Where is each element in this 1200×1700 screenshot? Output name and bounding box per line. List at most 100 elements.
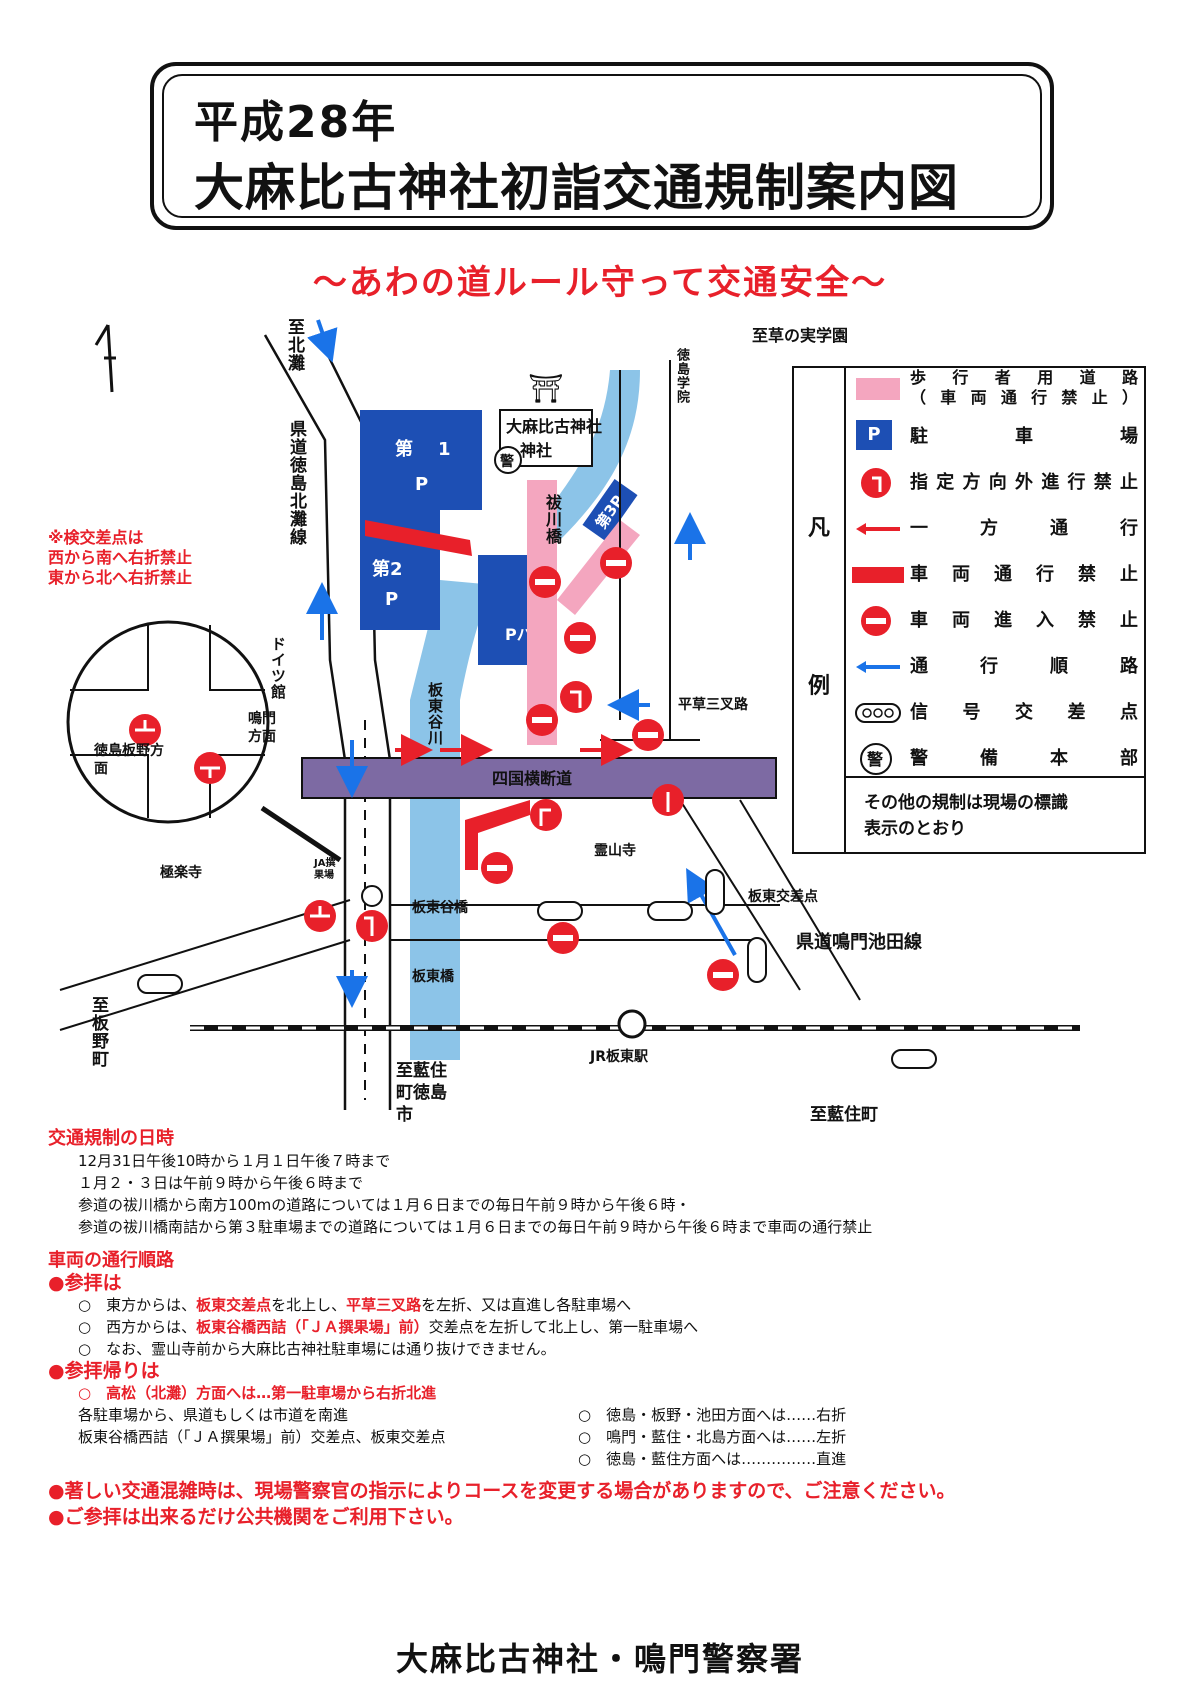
legend-label-route: 通行順路 [910, 656, 1138, 677]
shrine-label: 大麻比古神社 [506, 417, 602, 436]
svg-text:警: 警 [866, 750, 883, 769]
check-note-line2: 西から南へ右折禁止 [48, 548, 193, 567]
route-heading: 車両の通行順路 [48, 1250, 174, 1271]
title-box-inner [162, 74, 1042, 218]
label-tokushima-gakuin: 徳島学院 [674, 348, 689, 404]
warning-congestion: ●著しい交通混雑時は、現場警察官の指示によりコースを変更する場合がありますので、… [48, 1480, 956, 1502]
legend-row-signal: 信号交差点 [844, 690, 1146, 736]
svg-text:警: 警 [500, 453, 514, 470]
label-to-kusanomi: 至草の実学園 [752, 326, 849, 345]
no-vehicle-bars [365, 520, 530, 870]
no-entry-icon [861, 606, 891, 636]
prefroad-kitanada [263, 334, 392, 1110]
worship-heading: ●参拝は [48, 1272, 122, 1294]
red-arrow-icon [856, 523, 900, 535]
police-hq-icon [494, 446, 522, 474]
label-itano-intersection: 板東交差点 [748, 889, 818, 905]
legend-note: その他の規制は現場の標識 表示のとおり [844, 776, 1144, 842]
label-jr-itano-station: JR板東駅 [590, 1049, 648, 1065]
check-intersection-note: ※検交差点は 西から南へ右折禁止 東から北へ右折禁止 [48, 528, 192, 588]
label-doitsu-kan: ドイツ館 [269, 636, 287, 700]
no-entry-signs [481, 547, 739, 991]
label-prefroad-kitanada: 県道徳島北灘線 [286, 420, 306, 546]
label-to-aizumi: 至藍住町 [810, 1105, 878, 1125]
legend-row-oneway: 一方通行 [844, 506, 1146, 552]
label-itano-bashi: 板東橋 [412, 969, 454, 985]
label-naruto-direction: 鳴門方面 [248, 711, 276, 745]
label-to-aizumi-tokushima: 至藍住町徳島市 [396, 1061, 447, 1125]
pink-road-swatch-icon [856, 378, 900, 400]
legend-side: 凡 例 [794, 368, 846, 852]
jr-station-icon [617, 1009, 647, 1039]
pedestrian-road-main [527, 480, 557, 745]
legend-label-signal: 信号交差点 [910, 702, 1138, 723]
svg-text:第: 第 [395, 438, 413, 460]
label-hirakusa-junction: 平草三叉路 [678, 697, 748, 713]
return-heading: ●参拝帰りは [48, 1360, 160, 1382]
page-title: 大麻比古神社初詣交通規制案内図 [194, 159, 959, 217]
svg-text:⛩: ⛩ [528, 372, 564, 405]
direction-restriction-signs [304, 681, 684, 942]
legend-row-parking: P 駐車場 [844, 414, 1146, 460]
worship-line: ○ 西方からは、板東谷橋西詰（「ＪＡ撰果場」前）交差点を左折して北上し、第一駐車… [78, 1318, 699, 1336]
legend-row-noentry: 車両進入禁止 [844, 598, 1146, 644]
expressway-label: 四国横断道 [492, 769, 572, 788]
legend-label-police: 警備本部 [910, 748, 1138, 769]
traffic-map: 第 1 P 第2 P Pバス 第3P 大麻比古神社 神社 ⛩ 警 四国横断道 [59, 319, 1080, 1110]
shikoku-expressway [301, 757, 777, 799]
label-itano-tanigawa: 板東谷川 [426, 682, 444, 746]
north-arrow-icon [94, 324, 116, 393]
check-note-line1: ※検交差点は [48, 528, 144, 547]
blue-arrow-icon [856, 661, 900, 673]
legend-row-direction: 指定方向外進行禁止 [844, 460, 1146, 506]
label-gokurakuji: 極楽寺 [160, 865, 202, 881]
inset-intersection [66, 620, 270, 824]
title-box: 平成28年 大麻比古神社初詣交通規制案内図 [150, 62, 1054, 230]
no-turn-except-direction-icon [861, 468, 891, 498]
legend-label-pedestrian: 歩行者用道路 （車両通行禁止） [910, 368, 1138, 407]
legend-side-top: 凡 [808, 516, 831, 541]
return-grid: 各駐車場から、県道もしくは市道を南進 板東谷橋西詰（「ＪＡ撰果場」前）交差点、板… [48, 1404, 1168, 1478]
schedule-line: 参道の祓川橋から南方100mの道路については１月６日までの毎日午前９時から午後６… [78, 1196, 691, 1214]
label-itano-tanibashi: 板東谷橋 [412, 900, 468, 916]
traffic-signal-icon [855, 703, 901, 723]
label-tokushima-itano: 徳島板野方面 [94, 743, 164, 777]
red-bar-icon [852, 567, 904, 583]
legend-label-novehicle: 車両通行禁止 [910, 564, 1138, 585]
label-to-kitanada: 至北灘 [284, 318, 304, 372]
return-right: ○ 徳島・板野・池田方面へは……右折 ○ 鳴門・藍住・北島方面へは……左折 ○ … [578, 1406, 847, 1468]
footer-organizer: 大麻比古神社・鳴門警察署 [395, 1640, 804, 1678]
worship-line: ○ 東方からは、板東交差点を北上し、平草三叉路を左折、又は直進し各駐車場へ [78, 1296, 632, 1314]
check-note-line3: 東から北へ右折禁止 [48, 568, 193, 587]
label-ja-senkajo: JA撰果場 [314, 858, 336, 881]
label-haraigawa-bridge: 祓川橋 [543, 494, 562, 545]
worship-line: ○ なお、霊山寺前から大麻比古神社駐車場には通り抜けできません。 [78, 1340, 556, 1358]
schedule-line: １月２・３日は午前９時から午後６時まで [78, 1174, 364, 1192]
legend-row-route: 通行順路 [844, 644, 1146, 690]
legend-label-parking: 駐車場 [910, 426, 1138, 447]
slogan: ～あわの道ルール守って交通安全～ [312, 263, 888, 303]
legend-row-pedestrian: 歩行者用道路 （車両通行禁止） [844, 368, 1146, 414]
svg-text:P: P [415, 474, 428, 495]
info-section: 交通規制の日時 12月31日午後10時から１月１日午後７時まで １月２・３日は午… [48, 1128, 1168, 1530]
legend-side-bottom: 例 [808, 674, 831, 699]
svg-text:神社: 神社 [520, 441, 552, 460]
legend-row-novehicle: 車両通行禁止 [844, 552, 1146, 598]
schedule-heading: 交通規制の日時 [48, 1128, 174, 1149]
label-to-itano-town: 至板野町 [88, 996, 108, 1068]
schedule-line: 参道の祓川橋南詰から第３駐車場までの道路については１月６日までの毎日午前９時から… [78, 1218, 873, 1236]
warning-public-transport: ●ご参拝は出来るだけ公共機関をご利用下さい。 [48, 1506, 464, 1528]
parking1-lot [360, 410, 482, 510]
return-line: ○ 高松（北灘）方面へは…第一駐車場から右折北進 [78, 1384, 437, 1402]
schedule-line: 12月31日午後10時から１月１日午後７時まで [78, 1152, 391, 1170]
label-prefroad-naruto-ikeda: 県道鳴門池田線 [796, 932, 922, 953]
police-circle-icon: 警 [860, 743, 892, 775]
label-ryozenji: 霊山寺 [594, 843, 636, 859]
parking-p-icon: P [856, 420, 892, 450]
parking3-lot: 第3P [582, 479, 638, 541]
legend-label-direction: 指定方向外進行禁止 [910, 472, 1138, 493]
legend-label-oneway: 一方通行 [910, 518, 1138, 539]
legend-row-police: 警 警備本部 [844, 736, 1146, 782]
legend: 凡 例 歩行者用道路 （車両通行禁止） P 駐車場 指定方向外進行禁止 一方通行… [792, 366, 1146, 854]
traffic-signal-icons [137, 869, 937, 1069]
